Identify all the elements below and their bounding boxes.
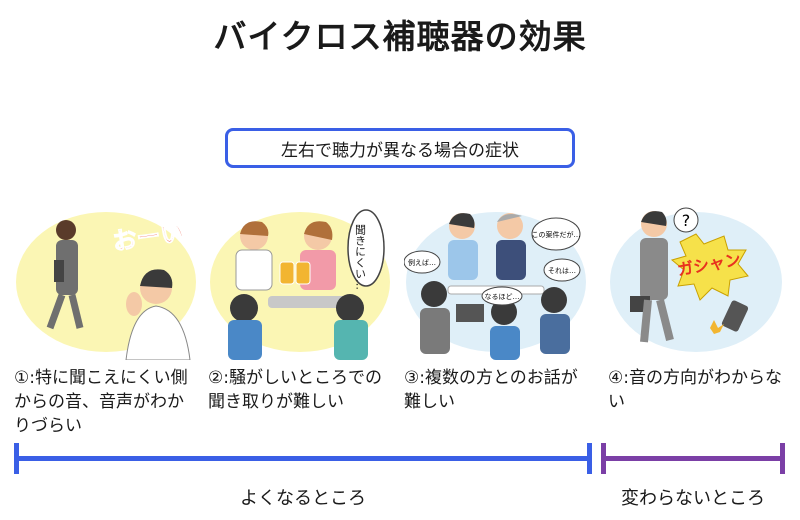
improves-bar (14, 456, 592, 461)
subtitle-text: 左右で聴力が異なる場合の症状 (281, 140, 519, 161)
crash-burst (670, 233, 749, 301)
bubble-4-text: なるほど… (485, 293, 520, 301)
calling-man (125, 269, 191, 360)
bubble-1-text: この案件だが… (532, 230, 581, 239)
page-title: バイクロス補聴器の効果 (213, 17, 587, 56)
bubble-3-text: それは… (548, 267, 576, 275)
panel-3-caption: ③:複数の方とのお話が難しい (404, 368, 578, 412)
unchanged-label: 変わらないところ (621, 488, 765, 509)
unchanged-bar (601, 456, 785, 461)
speech-bubble (347, 209, 385, 287)
panel-3-illustration: この案件だが… 例えば… それは… なるほど… (404, 200, 588, 360)
dropped-phone (721, 300, 749, 332)
bubble-text: 聞きにくい… (354, 224, 367, 290)
improves-label: よくなるところ (240, 488, 366, 509)
panel-4-illustration: ? ガシャン (600, 200, 784, 360)
subtitle-box: 左右で聴力が異なる場合の症状 (225, 128, 575, 168)
question-mark: ? (682, 211, 691, 230)
improves-bar-right-tick (587, 443, 592, 474)
question-bubble (673, 207, 699, 233)
bubble-2-text: 例えば… (408, 258, 436, 267)
panel-1-illustration: おーい (14, 200, 198, 360)
panel-2-illustration: 聞きにくい… (208, 200, 392, 360)
panel-4-caption: ④:音の方向がわからない (608, 368, 782, 412)
panel-1-caption: ①:特に聞こえにくい側からの音、音声がわかりづらい (14, 368, 188, 436)
panel-2-caption: ②:騒がしいところでの聞き取りが難しい (208, 368, 382, 412)
walking-woman (46, 220, 84, 330)
unchanged-bar-right-tick (780, 443, 785, 474)
